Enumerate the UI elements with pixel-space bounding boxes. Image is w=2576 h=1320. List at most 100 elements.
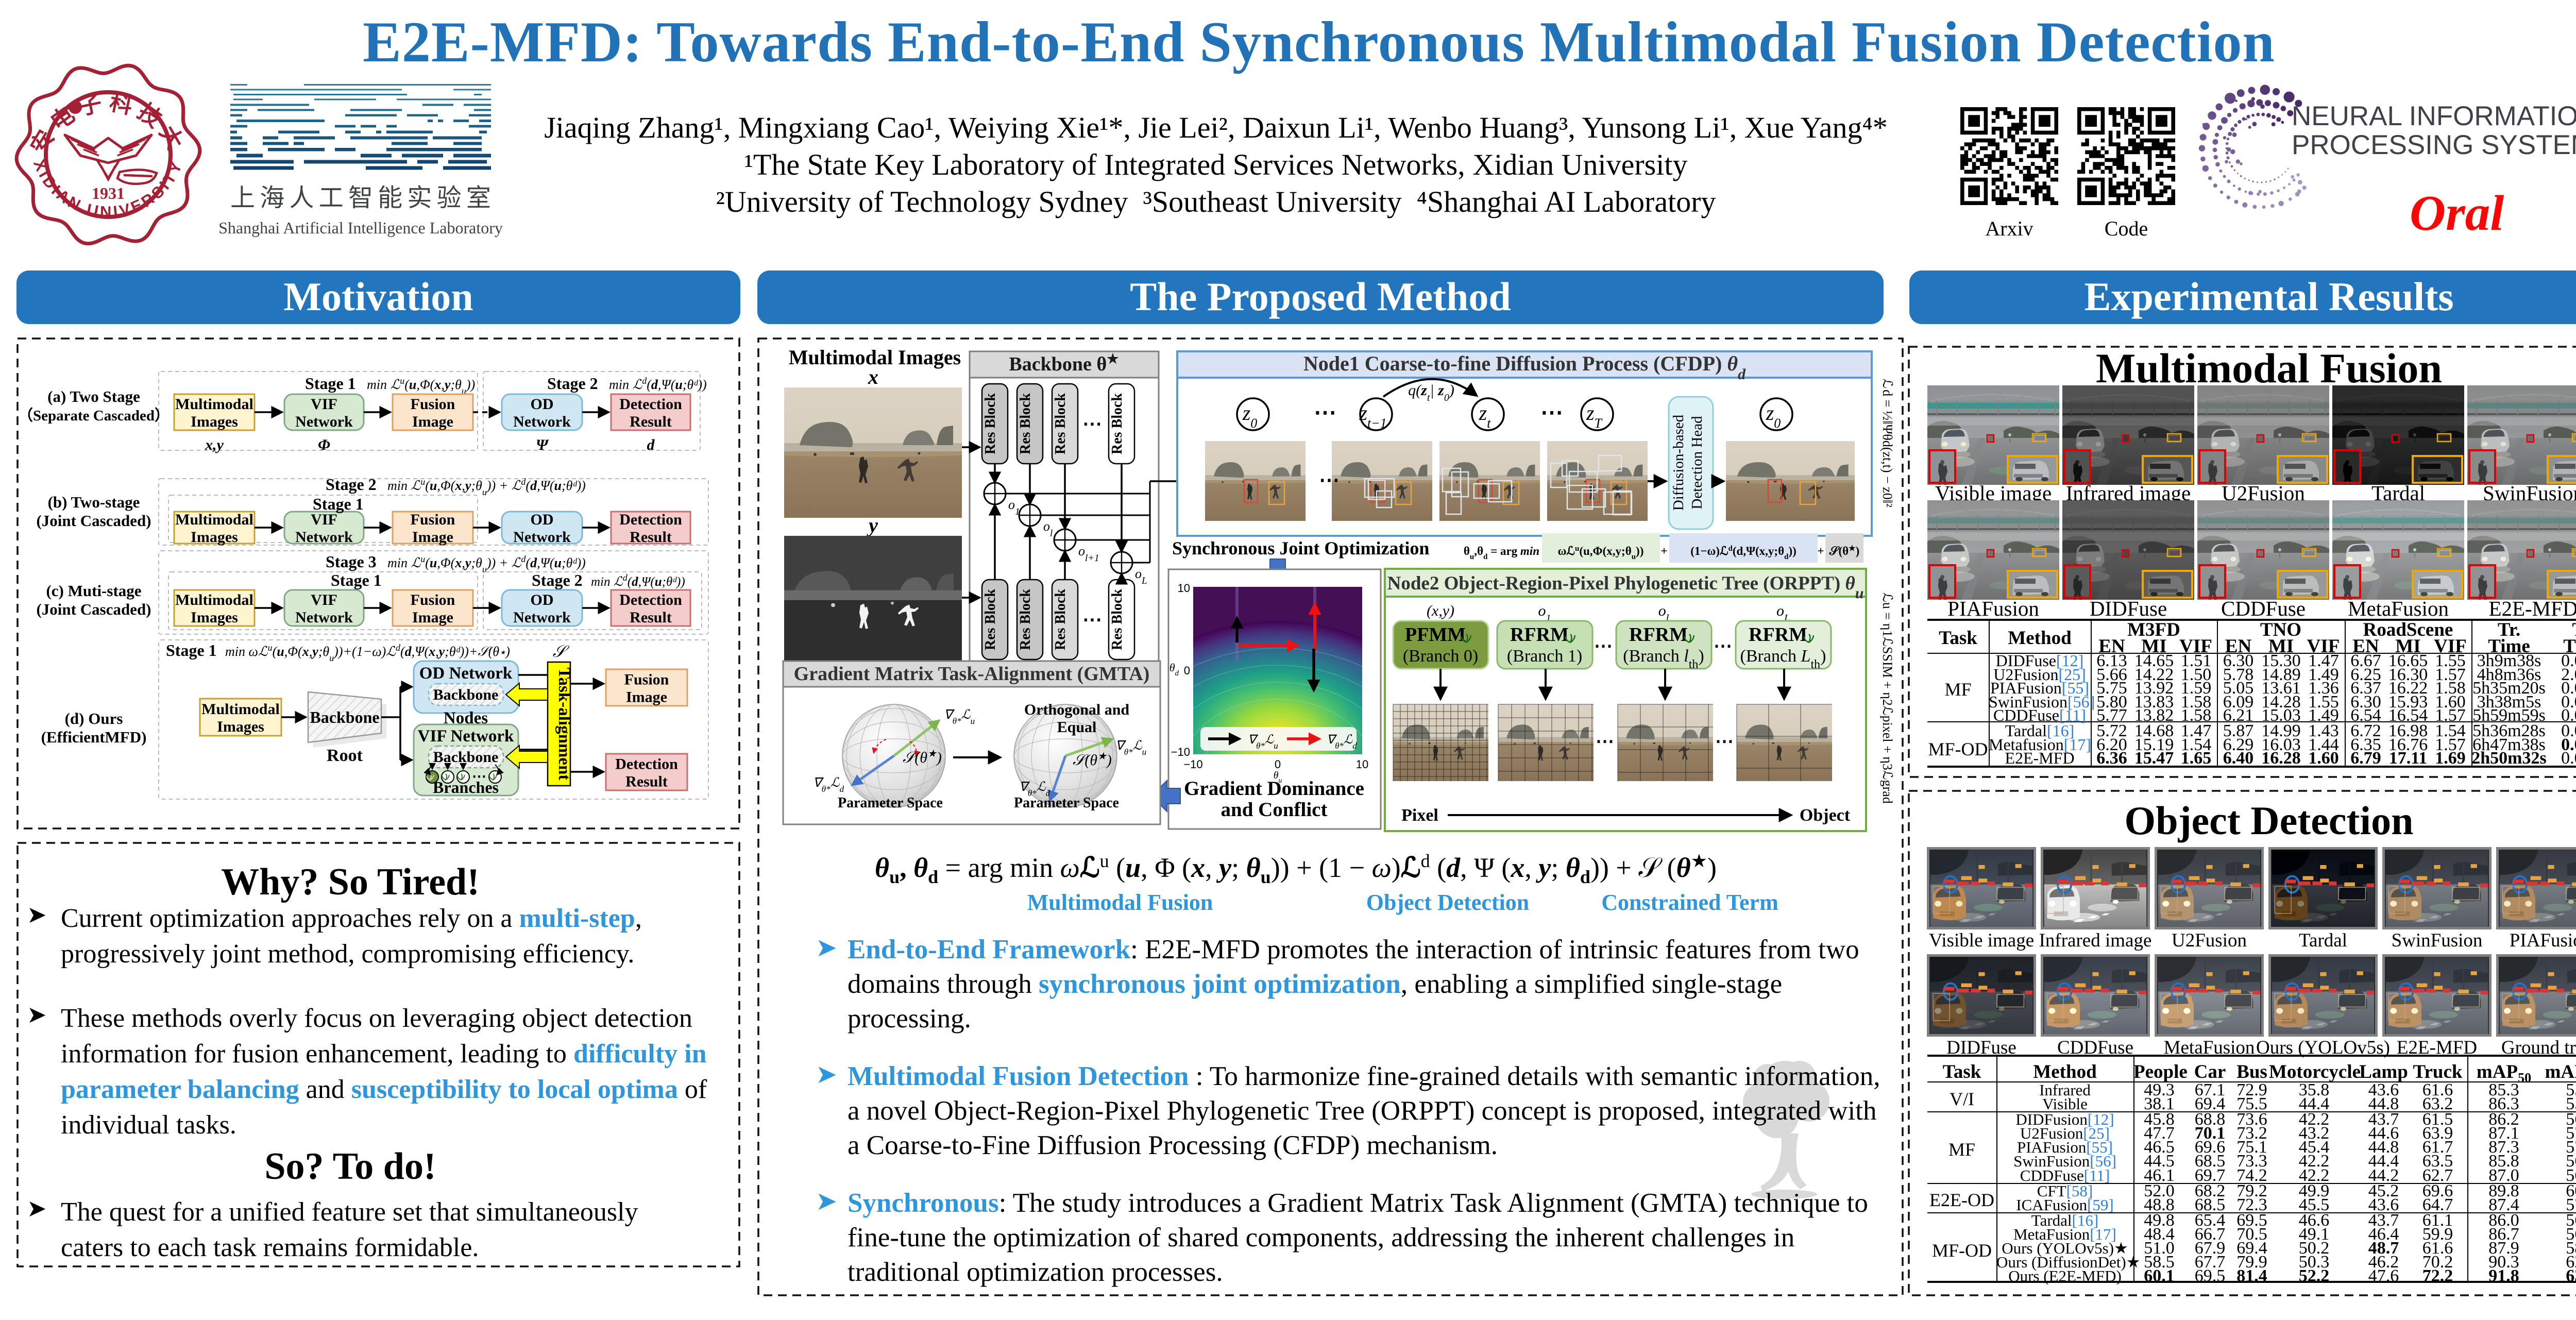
svg-text:⋯: ⋯ bbox=[1540, 400, 1563, 425]
svg-text:0: 0 bbox=[1184, 664, 1190, 677]
svg-text:Network: Network bbox=[513, 609, 571, 626]
svg-text:min ℒd(d,Ψ(u;θᵈ)): min ℒd(d,Ψ(u;θᵈ)) bbox=[609, 376, 707, 392]
svg-text:(a) Two Stage: (a) Two Stage bbox=[47, 387, 140, 405]
svg-text:RFRM: RFRM bbox=[1629, 624, 1688, 646]
svg-text:Orthogonal and: Orthogonal and bbox=[1024, 701, 1130, 718]
svg-text:Images: Images bbox=[191, 609, 238, 626]
svg-text:⋯: ⋯ bbox=[1714, 635, 1732, 656]
svg-text:Fusion: Fusion bbox=[411, 511, 455, 528]
svg-text:Result: Result bbox=[625, 773, 668, 790]
svg-text:min ℒu(u,Φ(x,y;θu)): min ℒu(u,Φ(x,y;θu)) bbox=[367, 376, 475, 396]
svg-text:Res Block: Res Block bbox=[982, 589, 998, 650]
svg-text:Result: Result bbox=[630, 609, 672, 626]
svg-text:Network: Network bbox=[295, 529, 353, 546]
svg-text:Backbone: Backbone bbox=[433, 749, 499, 766]
svg-text:+: + bbox=[1660, 545, 1667, 557]
svg-text:OD: OD bbox=[531, 396, 554, 413]
svg-text:1931: 1931 bbox=[92, 184, 125, 202]
svg-text:Stage 1: Stage 1 bbox=[331, 571, 382, 589]
svg-text:Synchronous Joint Optimization: Synchronous Joint Optimization bbox=[1172, 538, 1429, 559]
svg-text:Network: Network bbox=[513, 529, 571, 546]
svg-text:OD: OD bbox=[531, 511, 554, 528]
svg-text:10: 10 bbox=[1178, 582, 1190, 595]
svg-text:OD Network: OD Network bbox=[419, 664, 513, 683]
svg-text:Parameter Space: Parameter Space bbox=[1014, 795, 1119, 811]
svg-text:Multimodal: Multimodal bbox=[201, 701, 280, 718]
svg-text:Result: Result bbox=[630, 529, 672, 546]
svg-text:Gradient Matrix Task-Alignment: Gradient Matrix Task-Alignment (GMTA) bbox=[794, 663, 1150, 685]
svg-text:and Conflict: and Conflict bbox=[1221, 799, 1328, 821]
svg-text:⋯: ⋯ bbox=[1319, 468, 1340, 492]
svg-text:Detection: Detection bbox=[619, 591, 682, 608]
svg-text:𝒮: 𝒮 bbox=[553, 642, 570, 661]
svg-text:Res Block: Res Block bbox=[1018, 589, 1033, 650]
svg-text:min ℒd(d,Ψ(u;θᵈ)): min ℒd(d,Ψ(u;θᵈ)) bbox=[591, 572, 685, 589]
svg-text:Stage 1: Stage 1 bbox=[305, 374, 356, 393]
svg-text:x: x bbox=[868, 365, 878, 388]
svg-text:Stage 1: Stage 1 bbox=[166, 641, 217, 659]
svg-text:Gradient Dominance: Gradient Dominance bbox=[1184, 777, 1364, 800]
svg-text:⋯: ⋯ bbox=[1594, 635, 1613, 656]
svg-text:Stage 3: Stage 3 bbox=[326, 552, 377, 571]
svg-text:Detection Head: Detection Head bbox=[1689, 416, 1705, 510]
svg-text:Res Block: Res Block bbox=[1018, 393, 1033, 454]
svg-text:Object: Object bbox=[1800, 806, 1851, 825]
svg-text:Image: Image bbox=[626, 689, 667, 706]
svg-text:(d) Ours: (d) Ours bbox=[65, 709, 123, 727]
svg-text:Image: Image bbox=[412, 413, 453, 430]
svg-text:Detection: Detection bbox=[615, 756, 678, 773]
svg-text:Res Block: Res Block bbox=[1053, 589, 1069, 650]
svg-text:10: 10 bbox=[1356, 758, 1368, 771]
svg-text:⋯: ⋯ bbox=[1715, 731, 1734, 751]
svg-text:min ℒu(u,Φ(x,y;θu)) + ℒd(d,Ψ(u: min ℒu(u,Φ(x,y;θu)) + ℒd(d,Ψ(u;θᵈ)) bbox=[387, 477, 586, 497]
svg-text:Stage 2: Stage 2 bbox=[532, 571, 583, 589]
svg-text:Multimodal: Multimodal bbox=[175, 396, 253, 413]
svg-text:RFRM: RFRM bbox=[1510, 624, 1569, 646]
svg-text:Multimodal Images: Multimodal Images bbox=[789, 346, 961, 369]
svg-text:ℒu = η1ℒSSIM + η2ℒpixel + η3ℒg: ℒu = η1ℒSSIM + η2ℒpixel + η3ℒgrad bbox=[1880, 593, 1895, 804]
svg-text:⋯: ⋯ bbox=[1082, 413, 1102, 435]
svg-text:(x,y): (x,y) bbox=[1427, 602, 1454, 619]
svg-text:Multimodal: Multimodal bbox=[175, 591, 253, 608]
svg-text:Parameter Space: Parameter Space bbox=[838, 795, 943, 811]
svg-text:−10: −10 bbox=[1183, 758, 1202, 771]
svg-text:Equal: Equal bbox=[1057, 719, 1097, 736]
svg-text:min ωℒu(u,Φ(x,y;θu))+(1−ω)ℒd(d: min ωℒu(u,Φ(x,y;θu))+(1−ω)ℒd(d,Ψ(x,y;θᵈ)… bbox=[225, 642, 510, 663]
svg-text:Backbone θ★: Backbone θ★ bbox=[1009, 351, 1119, 376]
svg-text:Ψ: Ψ bbox=[536, 436, 549, 453]
svg-text:Fusion: Fusion bbox=[411, 396, 455, 413]
svg-text:Stage 2: Stage 2 bbox=[547, 374, 598, 393]
svg-text:+: + bbox=[1817, 545, 1824, 557]
svg-text:(Branch 1): (Branch 1) bbox=[1507, 647, 1582, 666]
svg-text:Image: Image bbox=[412, 529, 453, 546]
svg-text:Fusion: Fusion bbox=[624, 671, 669, 688]
svg-text:PFMM: PFMM bbox=[1405, 624, 1466, 646]
svg-text:(Joint Cascaded): (Joint Cascaded) bbox=[36, 512, 151, 530]
svg-text:Backbone: Backbone bbox=[310, 708, 379, 726]
svg-text:y: y bbox=[867, 514, 878, 537]
svg-text:Task-alignment: Task-alignment bbox=[555, 668, 573, 781]
svg-text:Result: Result bbox=[630, 413, 672, 430]
svg-text:Images: Images bbox=[191, 413, 238, 430]
svg-text:Network: Network bbox=[513, 413, 571, 430]
svg-text:(EfficientMFD): (EfficientMFD) bbox=[41, 728, 147, 746]
svg-text:VIF: VIF bbox=[311, 511, 337, 528]
svg-text:(Branch 0): (Branch 0) bbox=[1403, 647, 1478, 666]
svg-text:ℒ d = ½‖Ψθd(zt,t) − z0‖²: ℒ d = ½‖Ψθd(zt,t) − z0‖² bbox=[1880, 379, 1895, 507]
svg-text:Multimodal: Multimodal bbox=[175, 511, 253, 528]
svg-text:⋯: ⋯ bbox=[1082, 609, 1102, 631]
svg-text:(b) Two-stage: (b) Two-stage bbox=[48, 493, 140, 511]
svg-text:Fusion: Fusion bbox=[411, 591, 455, 608]
svg-text:Network: Network bbox=[295, 413, 353, 430]
svg-text:Images: Images bbox=[217, 718, 264, 735]
svg-text:d: d bbox=[647, 436, 655, 453]
svg-text:OD: OD bbox=[531, 591, 554, 608]
svg-text:VIF Network: VIF Network bbox=[418, 727, 514, 746]
svg-text:Diffusion-based: Diffusion-based bbox=[1670, 414, 1687, 511]
svg-text:0: 0 bbox=[1275, 758, 1281, 771]
svg-text:Stage 2: Stage 2 bbox=[326, 475, 377, 494]
svg-text:Φ: Φ bbox=[318, 436, 330, 453]
svg-text:Res Block: Res Block bbox=[1053, 393, 1069, 454]
svg-text:（Separate Cascaded）: （Separate Cascaded） bbox=[18, 407, 170, 424]
svg-text:Images: Images bbox=[191, 529, 238, 546]
